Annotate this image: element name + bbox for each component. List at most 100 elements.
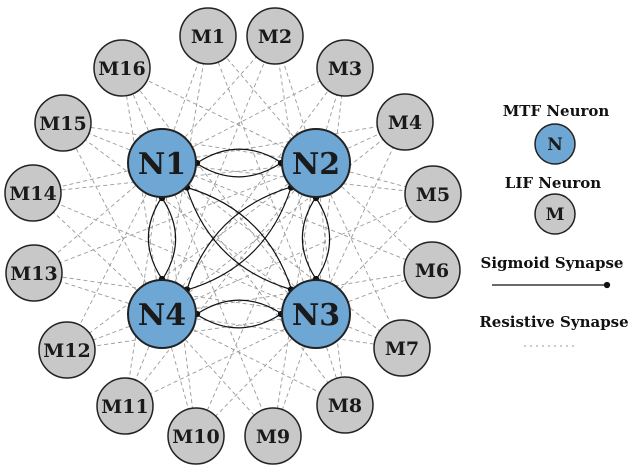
sigmoid-synapse-n4-n2 bbox=[186, 184, 295, 291]
resistive-synapse-n3-m1 bbox=[207, 35, 317, 315]
lif-neuron-circle bbox=[167, 407, 225, 465]
lif-neuron-circle bbox=[403, 241, 461, 299]
resistive-synapse-n4-m7 bbox=[161, 313, 403, 349]
lif-neuron-label: M11 bbox=[101, 396, 148, 418]
resistive-synapse-n3-m4 bbox=[315, 121, 406, 315]
lif-neuron-m6: M6 bbox=[403, 241, 461, 299]
lif-neuron-circle bbox=[179, 7, 237, 65]
mtf-neuron-label: N4 bbox=[138, 298, 186, 333]
lif-neuron-m5: M5 bbox=[404, 165, 462, 223]
resistive-synapse-n4-m8 bbox=[161, 313, 346, 406]
resistive-synapse-n2-m7 bbox=[315, 162, 403, 349]
legend-mtf-label: MTF Neuron bbox=[503, 102, 610, 120]
lif-neuron-circle bbox=[96, 377, 154, 435]
lif-neuron-circle bbox=[316, 39, 374, 97]
resistive-synapse-n3-m16 bbox=[121, 67, 317, 315]
lif-neuron-circle bbox=[404, 165, 462, 223]
resistive-synapse-n2-m13 bbox=[33, 162, 317, 274]
sigmoid-synapse-n2-n3 bbox=[301, 196, 320, 283]
lif-neuron-label: M15 bbox=[39, 113, 86, 135]
sigmoid-synapse-n2-n1 bbox=[193, 148, 283, 167]
lif-neuron-circle bbox=[34, 94, 92, 152]
sigmoid-synapse-n1-n2 bbox=[195, 159, 285, 178]
legend-mtf-symbol bbox=[534, 123, 576, 165]
lif-neuron-m8: M8 bbox=[316, 376, 374, 434]
mtf-neuron-n3: N3 bbox=[281, 279, 351, 349]
mtf-neuron-n2: N2 bbox=[281, 128, 351, 198]
legend-lif-label: LIF Neuron bbox=[505, 174, 602, 192]
resistive-synapse-n3-m15 bbox=[62, 122, 317, 315]
sigmoid-synapse-n3-n1 bbox=[183, 184, 293, 291]
resistive-synapse-n4-m4 bbox=[161, 121, 406, 315]
resistive-synapse-n1-m7 bbox=[161, 162, 403, 349]
lif-neuron-label: M14 bbox=[9, 183, 56, 205]
lif-neuron-circle bbox=[246, 7, 304, 65]
lif-neuron-m16: M16 bbox=[93, 39, 151, 97]
lif-neuron-circle bbox=[376, 93, 434, 151]
lif-neuron-label: M16 bbox=[98, 58, 145, 80]
lif-neuron-m10: M10 bbox=[167, 407, 225, 465]
resistive-synapse-n2-m11 bbox=[124, 162, 317, 407]
lif-neuron-label: M3 bbox=[328, 58, 362, 80]
lif-neuron-m7: M7 bbox=[373, 319, 431, 377]
lif-neuron-circle bbox=[93, 39, 151, 97]
sigmoid-synapse-n4-n3 bbox=[195, 310, 285, 329]
resistive-synapse-n4-m15 bbox=[62, 122, 163, 315]
lif-neuron-m4: M4 bbox=[376, 93, 434, 151]
sigmoid-synapses bbox=[147, 148, 331, 329]
lif-neuron-circle bbox=[244, 407, 302, 465]
lif-neuron-m2: M2 bbox=[246, 7, 304, 65]
lif-neuron-m3: M3 bbox=[316, 39, 374, 97]
resistive-synapse-n3-m14 bbox=[32, 192, 317, 315]
resistive-synapse-n3-m3 bbox=[315, 67, 346, 315]
mtf-neuron-label: N1 bbox=[138, 147, 186, 182]
lif-neuron-m1: M1 bbox=[179, 7, 237, 65]
mtf-neuron-n1: N1 bbox=[127, 128, 197, 198]
lif-neuron-label: M7 bbox=[385, 338, 419, 360]
sigmoid-synapse-n2-n4 bbox=[183, 186, 292, 293]
lif-neuron-m12: M12 bbox=[38, 321, 96, 379]
lif-neuron-circle bbox=[316, 376, 374, 434]
legend-resistive-label: Resistive Synapse bbox=[479, 313, 628, 331]
sigmoid-synapse-n3-n2 bbox=[312, 194, 331, 281]
lif-neuron-m15: M15 bbox=[34, 94, 92, 152]
lif-neuron-m13: M13 bbox=[5, 244, 63, 302]
lif-neuron-label: M1 bbox=[191, 26, 225, 48]
resistive-synapse-n4-m5 bbox=[161, 193, 434, 315]
lif-neuron-m9: M9 bbox=[244, 407, 302, 465]
lif-neuron-m14: M14 bbox=[4, 164, 62, 222]
resistive-synapse-n2-m12 bbox=[66, 162, 317, 351]
lif-neuron-label: M4 bbox=[388, 112, 422, 134]
resistive-synapse-n4-m2 bbox=[161, 35, 276, 315]
sigmoid-synapse-n4-n1 bbox=[158, 194, 177, 281]
lif-neuron-circle bbox=[38, 321, 96, 379]
lif-neuron-label: M9 bbox=[256, 426, 290, 448]
resistive-synapse-n1-m3 bbox=[161, 67, 346, 164]
mtf-neuron-label: N2 bbox=[292, 147, 340, 182]
resistive-synapses bbox=[32, 35, 434, 437]
mtf-neuron-n4: N4 bbox=[127, 279, 197, 349]
legend: MTF Neuron N LIF Neuron M Sigmoid Synaps… bbox=[479, 102, 629, 347]
lif-neuron-label: M8 bbox=[328, 395, 362, 417]
lif-neuron-m11: M11 bbox=[96, 377, 154, 435]
mtf-neuron-circle bbox=[281, 279, 351, 349]
lif-neuron-circle bbox=[4, 164, 62, 222]
resistive-synapse-n1-m4 bbox=[161, 121, 406, 164]
lif-neuron-label: M6 bbox=[415, 260, 449, 282]
legend-sigmoid-label: Sigmoid Synapse bbox=[481, 254, 624, 272]
lif-neuron-label: M5 bbox=[416, 184, 450, 206]
resistive-synapse-n3-m11 bbox=[124, 313, 317, 407]
lif-neuron-label: M13 bbox=[10, 263, 57, 285]
mtf-neuron-circle bbox=[281, 128, 351, 198]
lif-neuron-label: M10 bbox=[172, 426, 219, 448]
legend-lif-symbol-label: M bbox=[546, 205, 565, 225]
lif-neuron-label: M12 bbox=[43, 340, 90, 362]
lif-neuron-circle bbox=[5, 244, 63, 302]
resistive-synapse-n2-m16 bbox=[121, 67, 317, 164]
mtf-neuron-label: N3 bbox=[292, 298, 340, 333]
lif-neuron-label: M2 bbox=[258, 26, 292, 48]
